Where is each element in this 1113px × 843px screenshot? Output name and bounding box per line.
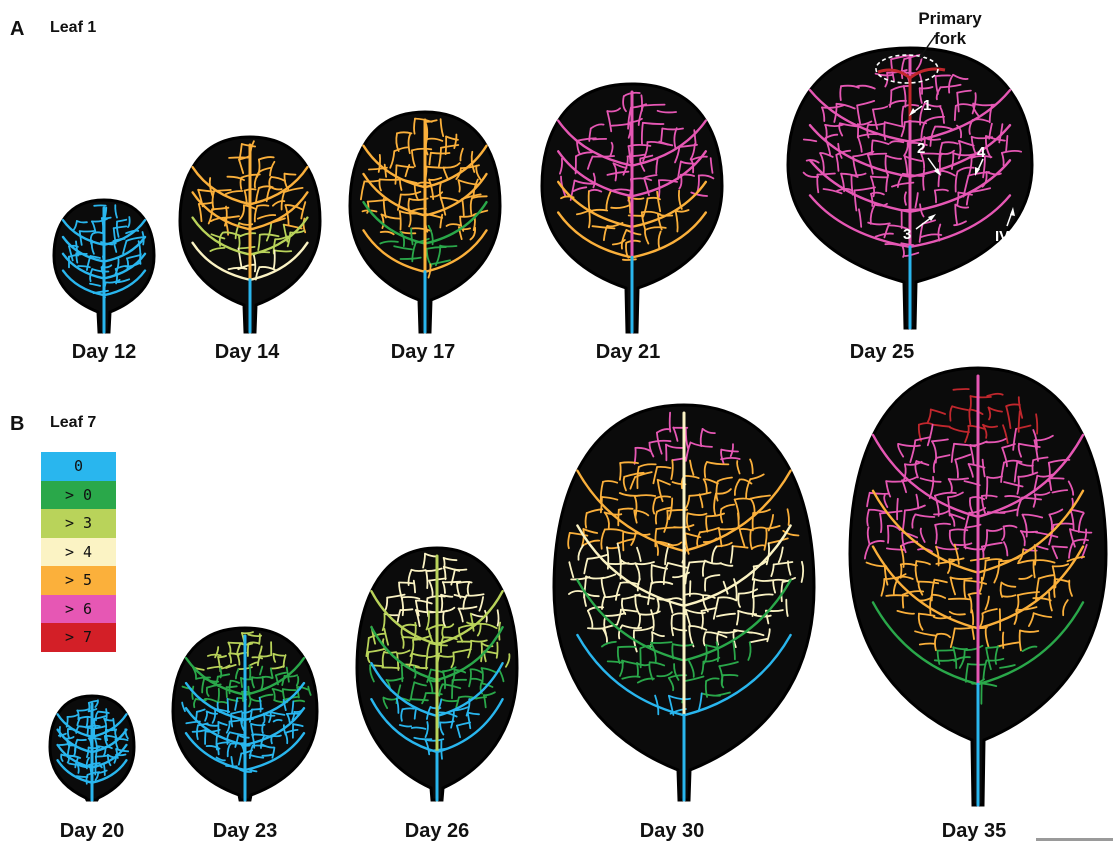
leaf-a-1 [54,200,154,332]
legend-row-2: > 3 [41,509,116,538]
day-label-b-3: Day 26 [405,820,470,843]
leaf-b-3 [357,548,517,800]
leaf-a-4 [542,84,722,332]
legend-row-4: > 5 [41,566,116,595]
day-label-a-2: Day 14 [215,341,280,364]
primary-fork-label: Primary fork [905,9,995,49]
legend-row-5: > 6 [41,595,116,624]
day-label-a-4: Day 21 [596,341,661,364]
leaf-a-3 [350,112,500,332]
day-label-b-2: Day 23 [213,820,278,843]
leaf-a-2 [180,137,320,332]
legend-label: > 7 [65,628,92,646]
annotation-4: 4 [977,143,985,163]
leaf-b-1 [50,696,134,800]
legend-row-3: > 4 [41,538,116,567]
legend-label: > 5 [65,571,92,589]
leaf-b-2 [173,628,317,800]
leaf-b-5 [850,368,1106,805]
legend-label: > 3 [65,514,92,532]
day-label-b-1: Day 20 [60,820,125,843]
annotation-1: 1 [923,96,931,116]
day-label-b-5: Day 35 [942,820,1007,843]
annotation-iv: IV [995,227,1009,247]
color-legend: 0 > 0 > 3 > 4 > 5 > 6 > 7 [41,452,116,652]
annotation-3: 3 [903,225,911,245]
legend-label: > 6 [65,600,92,618]
legend-label: > 4 [65,543,92,561]
day-label-a-1: Day 12 [72,341,137,364]
legend-row-0: 0 [41,452,116,481]
legend-row-6: > 7 [41,623,116,652]
leaf-b-4 [554,405,814,800]
primary-fork-label-line1: Primary [905,9,995,29]
legend-label: > 0 [65,486,92,504]
legend-label: 0 [74,457,83,475]
day-label-b-4: Day 30 [640,820,705,843]
legend-row-1: > 0 [41,481,116,510]
scale-bar [1036,838,1113,841]
day-label-a-3: Day 17 [391,341,456,364]
primary-fork-label-line2: fork [905,29,995,49]
day-label-a-5: Day 25 [850,341,915,364]
annotation-2: 2 [917,139,925,159]
